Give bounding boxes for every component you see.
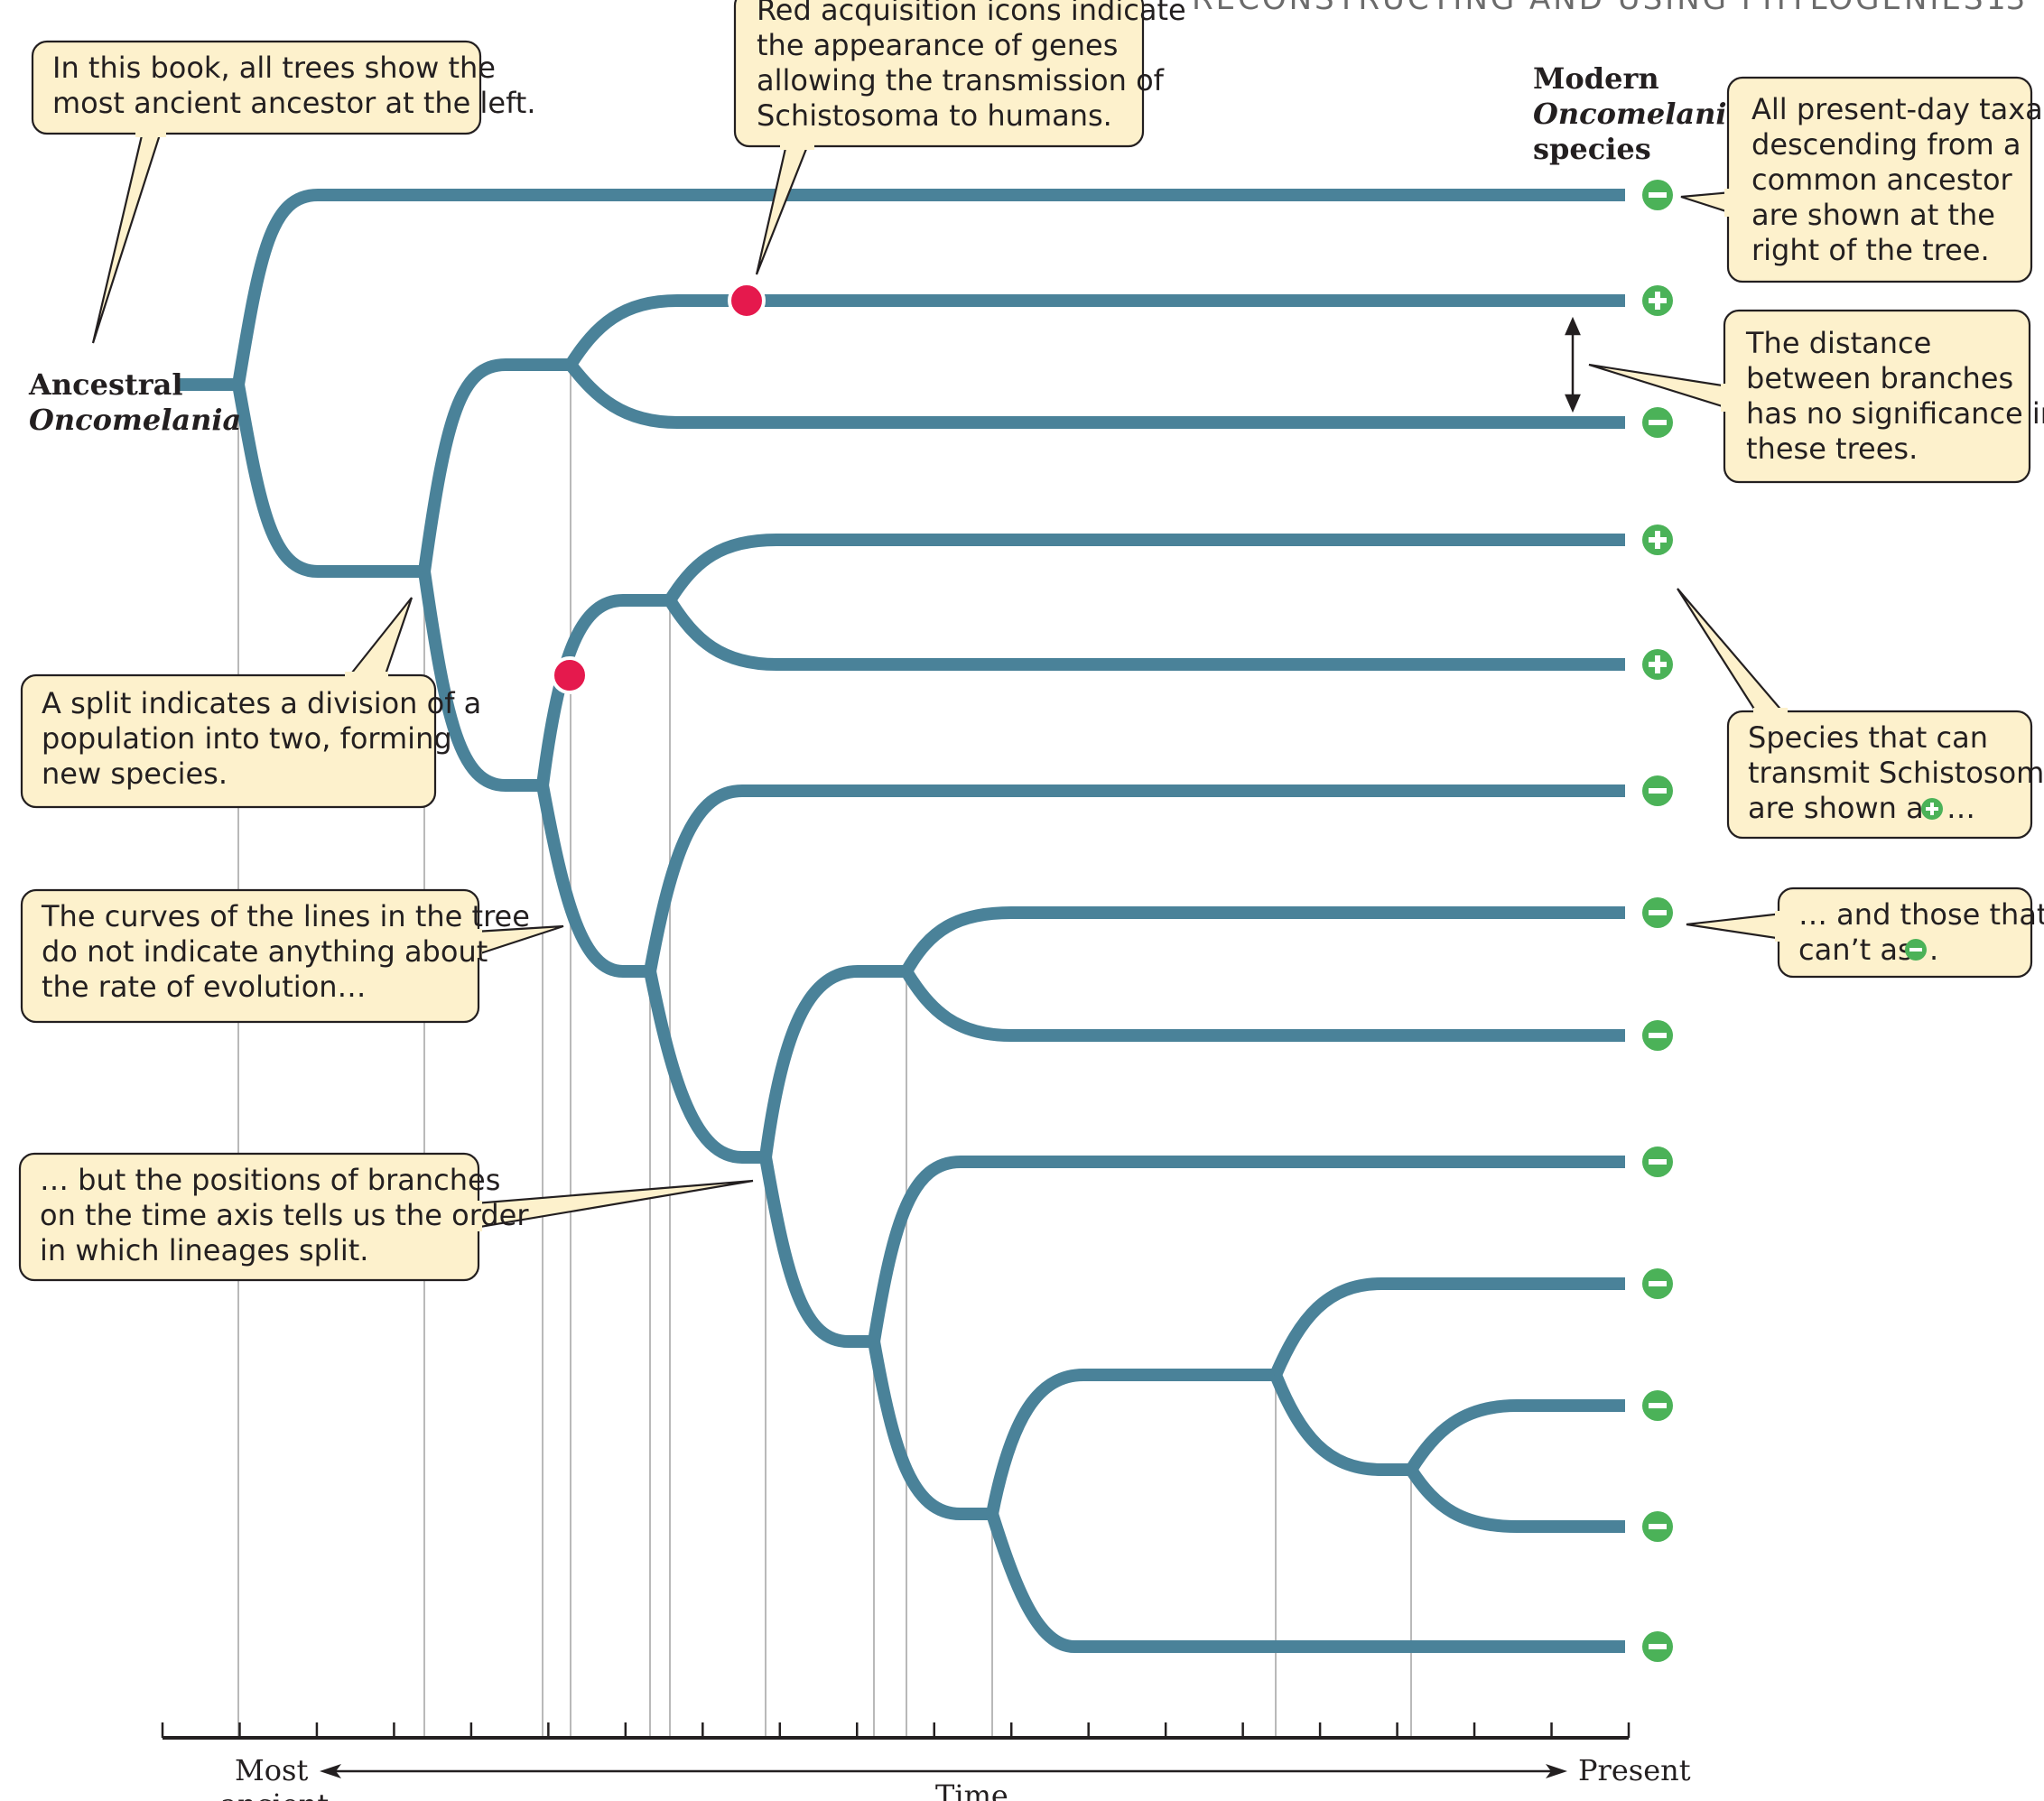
ancestral-genus-label: Oncomelania	[29, 403, 241, 437]
branch-clade-c	[418, 358, 571, 572]
callout-positions-text: … but the positions of branches on the t…	[40, 1163, 538, 1267]
callout-box-acquisition	[733, 0, 1145, 148]
branch-clade-j	[868, 1340, 992, 1520]
modern-species-label: species	[1533, 132, 1651, 166]
branch-clade-g	[644, 970, 766, 1164]
branch-clade-e	[536, 594, 670, 786]
distance-arrow	[1565, 316, 1581, 413]
branch-species-6	[644, 784, 1625, 973]
time-arrow-head-left	[320, 1764, 341, 1778]
branch-species-9	[868, 1156, 1625, 1343]
branch-species-4	[664, 534, 1625, 604]
branch-species-10	[1269, 1277, 1625, 1378]
callout-transmit-text: Species that can transmit Schistosoma ar…	[1748, 720, 2044, 825]
callouts	[18, 0, 2033, 1282]
tree-branches	[177, 189, 1625, 1653]
branch-root-clade-b	[232, 383, 424, 578]
axis-label-most: Most	[235, 1753, 308, 1787]
branch-clade-i	[759, 1156, 874, 1348]
minus-icon	[1642, 1020, 1673, 1051]
legend-minus-icon	[1905, 939, 1927, 961]
minus-icon	[1642, 180, 1673, 210]
callout-texts: In this book, all trees show the most an…	[40, 0, 2044, 1267]
callout-box-present	[1726, 76, 2033, 283]
ancestral-label: Ancestral	[28, 367, 182, 402]
time-arrow-head-right	[1546, 1764, 1567, 1778]
callout-pointer	[346, 597, 413, 679]
plus-icon	[1642, 285, 1673, 316]
callout-distance-text: The distance between branches has no sig…	[1745, 326, 2044, 466]
branch-clade-h	[759, 965, 906, 1158]
branch-species-7	[900, 906, 1625, 975]
time-axis: Most ancient Time Present	[161, 1722, 1691, 1801]
plus-icon	[1642, 525, 1673, 555]
callout-ancestor-text: In this book, all trees show the most an…	[52, 51, 536, 120]
branch-species-1	[232, 189, 1625, 386]
minus-icon	[1642, 407, 1673, 438]
minus-icon	[1642, 1631, 1673, 1662]
minus-icon	[1642, 1268, 1673, 1299]
modern-genus-label: Oncomelania	[1533, 97, 1745, 131]
axis-label-time: Time	[935, 1778, 1008, 1801]
legend-plus-icon	[1921, 798, 1943, 820]
acquisition-icon	[551, 656, 589, 694]
callout-transmit-ellipsis: …	[1946, 791, 1975, 825]
axis-label-present: Present	[1578, 1753, 1691, 1787]
branch-clade-k	[986, 1369, 1276, 1516]
callout-cannot-period: .	[1929, 933, 1938, 967]
acquisition-icon	[728, 282, 766, 320]
callout-box-split	[20, 673, 437, 809]
tip-status-icons	[1642, 180, 1673, 1662]
axis-label-ancient: ancient	[220, 1787, 329, 1801]
minus-icon	[1642, 775, 1673, 806]
branch-species-12	[1406, 1466, 1625, 1533]
callout-pointer	[91, 130, 163, 344]
callout-present-text: All present-day taxa descending from a c…	[1751, 92, 2044, 267]
branch-species-5	[664, 597, 1625, 671]
callout-pointer	[1677, 588, 1787, 715]
callout-split-text: A split indicates a division of a popula…	[42, 686, 490, 791]
branch-species-13	[986, 1511, 1625, 1653]
callout-box-ancestor	[31, 40, 482, 135]
axis-ticks	[161, 1722, 1631, 1738]
callout-box-transmit	[1726, 710, 2033, 840]
callout-cannot-text: … and those that can’t as	[1798, 897, 2044, 967]
branch-clade-f	[536, 784, 650, 978]
callout-acquisition-text: Red acquisition icons indicate the appea…	[757, 0, 1195, 133]
running-head: RECONSTRUCTING AND USING PHYLOGENIES	[1192, 0, 1985, 17]
callout-pointer	[1588, 363, 1730, 410]
callout-pointer	[755, 143, 810, 275]
minus-icon	[1642, 1511, 1673, 1542]
page-number: 13	[1986, 0, 2025, 17]
branch-species-2	[565, 294, 1625, 368]
callout-pointer	[1680, 190, 1733, 215]
callout-curves-text: The curves of the lines in the tree do n…	[41, 899, 539, 1004]
plus-icon	[1642, 649, 1673, 680]
branch-species-3	[565, 360, 1625, 429]
callout-pointer	[1686, 912, 1784, 941]
branch-clade-d	[418, 571, 543, 792]
modern-label: Modern	[1533, 61, 1659, 96]
branch-clade-l	[1269, 1372, 1411, 1476]
minus-icon	[1642, 1390, 1673, 1421]
minus-icon	[1642, 897, 1673, 928]
minus-icon	[1642, 1147, 1673, 1177]
acquisition-markers	[551, 282, 766, 694]
branch-species-8	[900, 968, 1625, 1042]
branch-species-11	[1406, 1399, 1625, 1473]
